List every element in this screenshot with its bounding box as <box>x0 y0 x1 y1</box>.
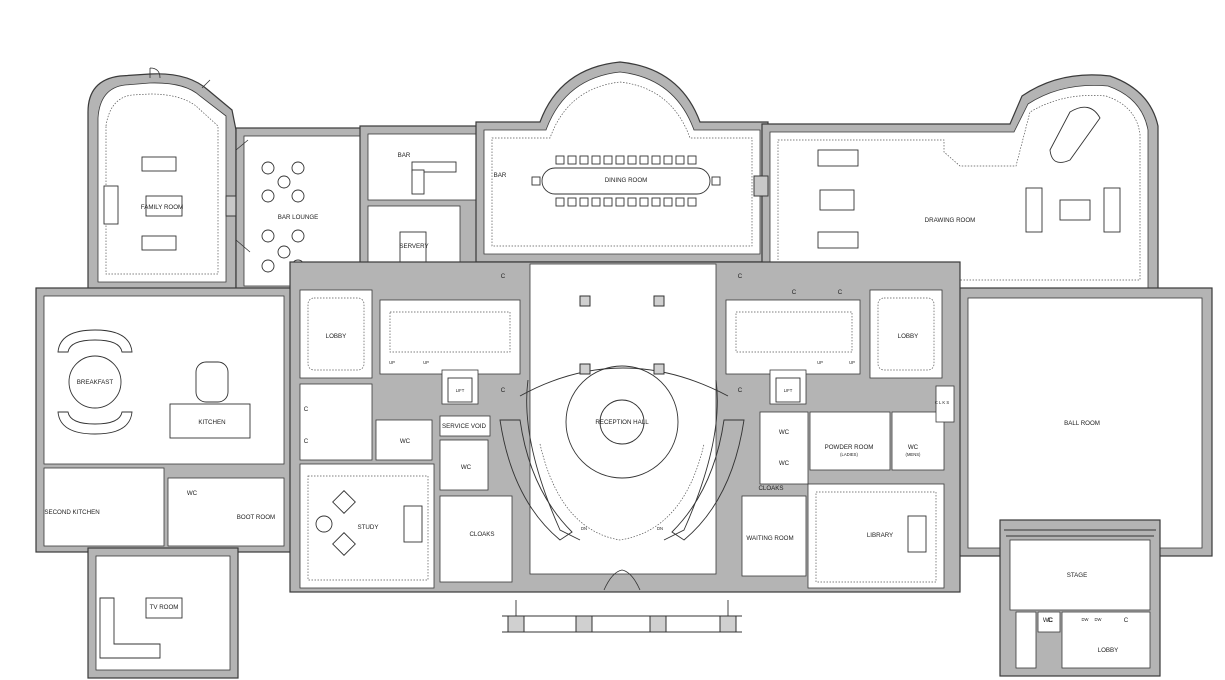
label-closet: C <box>738 273 743 280</box>
label-breakfast: BREAKFAST <box>77 379 114 386</box>
family-room-area <box>87 67 241 293</box>
label-closet: C <box>501 387 506 394</box>
label-clks: C L K S <box>935 400 949 405</box>
label-wc-4: WC <box>779 460 790 467</box>
label-closet: C <box>1124 617 1129 624</box>
label-boot-room: BOOT ROOM <box>237 514 275 521</box>
label-lobby-left: LOBBY <box>326 333 347 340</box>
label-bar-side: BAR <box>494 172 507 179</box>
label-kitchen: KITCHEN <box>198 419 225 426</box>
label-lift-2: LIFT <box>784 388 793 393</box>
label-service-void: SERVICE VOID <box>442 423 486 430</box>
label-closet: C <box>738 387 743 394</box>
label-wc-3: WC <box>779 429 790 436</box>
label-stair-up: UP <box>389 360 395 365</box>
label-tv-room: TV ROOM <box>150 604 179 611</box>
label-lobby-bottom: LOBBY <box>1098 647 1119 654</box>
label-bar: BAR <box>398 152 411 159</box>
label-wc-2: WC <box>461 464 472 471</box>
label-wc-7: WC <box>1043 617 1054 624</box>
drawing-room-area <box>753 74 1159 297</box>
label-stage: STAGE <box>1067 572 1088 579</box>
label-library: LIBRARY <box>867 532 893 539</box>
label-servery: SERVERY <box>399 243 428 250</box>
label-cloaks-right: CLOAKS <box>758 485 783 492</box>
label-lobby-right: LOBBY <box>898 333 919 340</box>
label-closet: C <box>1048 617 1053 624</box>
stage-area <box>999 519 1161 677</box>
label-second-kitchen: SECOND KITCHEN <box>44 509 99 516</box>
central-core <box>289 261 961 593</box>
label-closet: C <box>304 438 309 445</box>
label-wc-6: WC <box>187 490 198 497</box>
tv-room-area <box>87 547 239 679</box>
ball-room-area <box>934 287 1213 557</box>
label-family-room: FAMILY ROOM <box>141 204 183 211</box>
label-powder-room-sub: (LADIES) <box>840 452 858 457</box>
label-wc-1: WC <box>400 438 411 445</box>
label-closet: C <box>792 289 797 296</box>
label-closet: C <box>838 289 843 296</box>
label-study: STUDY <box>358 524 379 531</box>
portico <box>502 569 742 633</box>
label-dining-room: DINING ROOM <box>605 177 648 184</box>
label-stair-up: UP <box>423 360 429 365</box>
label-stair-up: UP <box>849 360 855 365</box>
label-wc-5: WC <box>908 444 919 451</box>
label-stair-dn: DN <box>657 526 663 531</box>
kitchen-area <box>35 287 295 553</box>
label-bar-lounge: BAR LOUNGE <box>278 214 319 221</box>
label-closet: C <box>304 406 309 413</box>
label-reception-hall: RECEPTION HALL <box>595 419 649 426</box>
label-powder-room: POWDER ROOM <box>825 444 874 451</box>
label-ball-room: BALL ROOM <box>1064 420 1100 427</box>
label-cloaks-left: CLOAKS <box>469 531 494 538</box>
label-drawing-room: DRAWING ROOM <box>925 217 976 224</box>
label-dw-2: DW <box>1095 617 1102 622</box>
label-stair-up: UP <box>817 360 823 365</box>
label-waiting-room: WAITING ROOM <box>746 535 793 542</box>
dining-room-area <box>475 61 769 263</box>
label-wc-mens-sub: (MENS) <box>906 452 921 457</box>
label-dw-1: DW <box>1082 617 1089 622</box>
label-closet: C <box>501 273 506 280</box>
label-lift-1: LIFT <box>456 388 465 393</box>
label-stair-dn: DN <box>581 526 587 531</box>
